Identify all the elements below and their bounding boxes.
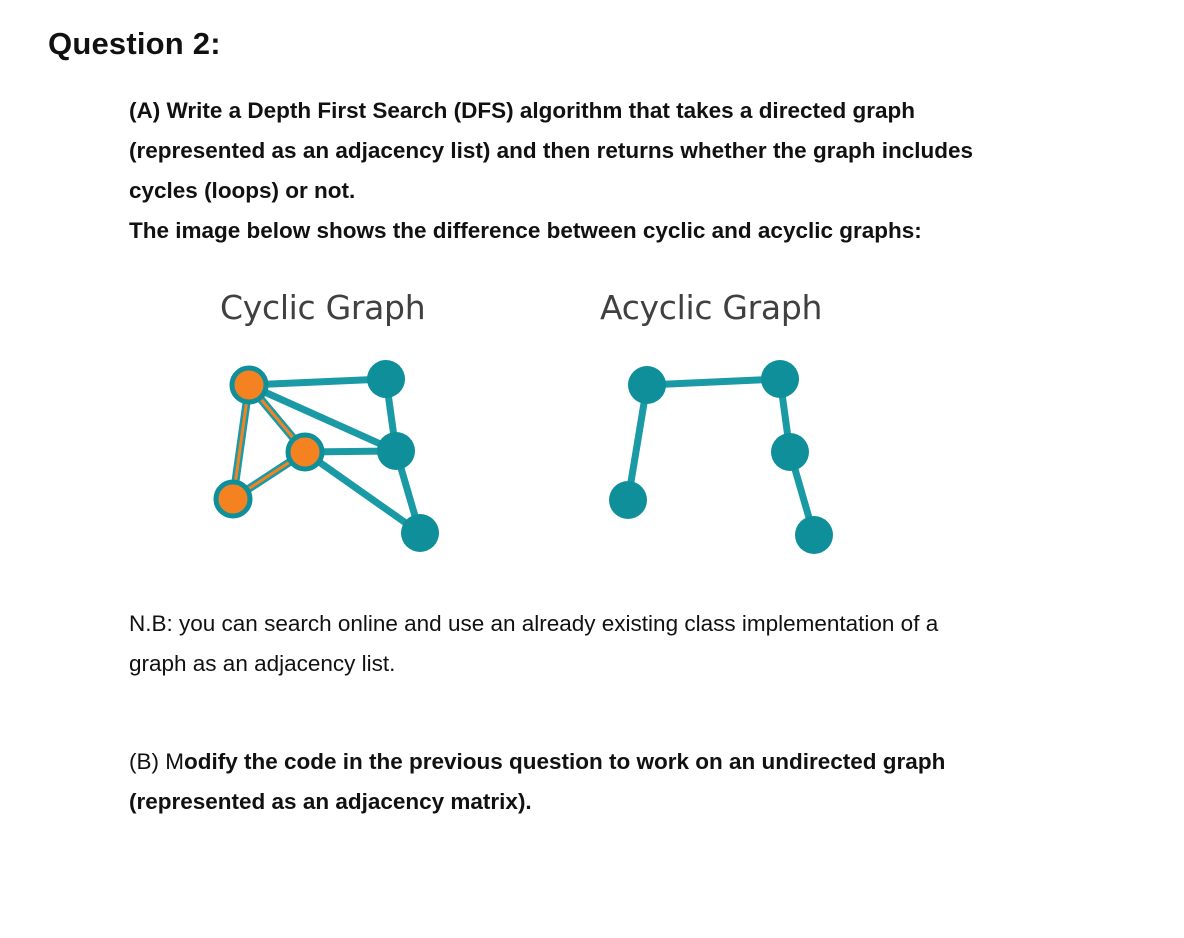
part-b-line-2: (represented as an adjacency matrix). [129,789,532,814]
acyclic-node [609,481,647,519]
cyclic-edge [248,375,387,389]
cycle-node [229,365,269,405]
part-a-text: (A) Write a Depth First Search (DFS) alg… [129,91,1139,251]
cyclic-edge [247,381,398,455]
nb-line-2: graph as an adjacency list. [129,651,396,676]
acyclic-edge [624,384,651,501]
part-a-line-3: cycles (loops) or not. [129,178,356,203]
acyclic-graph [609,360,833,554]
part-a-line-1: (A) Write a Depth First Search (DFS) alg… [129,98,915,123]
cyclic-edge [302,449,423,536]
part-b-text: (B) Modify the code in the previous ques… [129,742,1139,822]
part-b-prefix: (B) M [129,749,184,774]
nb-line-1: N.B: you can search online and use an al… [129,611,939,636]
acyclic-node [761,360,799,398]
acyclic-node [771,433,809,471]
cyclic-node [367,360,405,398]
cyclic-graph-title: Cyclic Graph [220,288,426,327]
acyclic-node [795,516,833,554]
acyclic-node [628,366,666,404]
graph-comparison-figure: Cyclic Graph Acyclic Graph [200,280,880,570]
acyclic-graph-title: Acyclic Graph [600,288,823,327]
cyclic-graph [213,360,439,552]
graph-illustration [213,360,833,554]
part-b-line-1-rest: odify the code in the previous question … [184,749,946,774]
nb-note: N.B: you can search online and use an al… [129,604,1139,684]
cycle-node [213,479,253,519]
part-b-line-1: (B) Modify the code in the previous ques… [129,742,1139,782]
question-title: Question 2: [48,26,221,61]
cyclic-node [377,432,415,470]
part-a-line-4: The image below shows the difference bet… [129,218,922,243]
part-a-line-2: (represented as an adjacency list) and t… [129,138,973,163]
cycle-node [285,432,325,472]
cyclic-node [401,514,439,552]
acyclic-edge [646,375,781,389]
